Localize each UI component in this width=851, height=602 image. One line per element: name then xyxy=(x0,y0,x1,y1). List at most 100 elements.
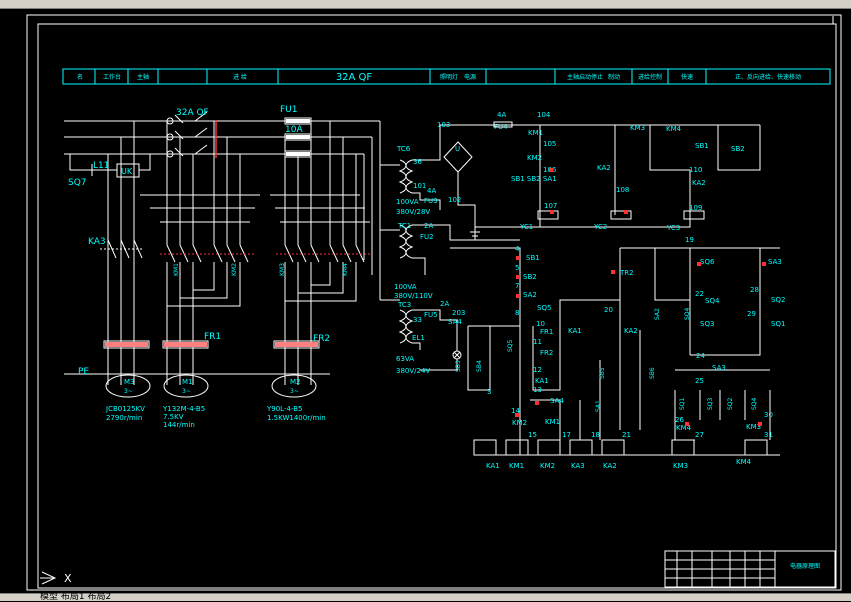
label-m3-spec1: JCB0125KV xyxy=(105,405,145,413)
label-fu1-rating: 10A xyxy=(285,125,303,135)
title-cell-10: 快速 xyxy=(681,73,693,81)
fuse-highlights xyxy=(105,119,318,347)
label-100va-2: 100VA xyxy=(394,283,417,291)
label-25: 25 xyxy=(695,377,704,385)
label-17: 17 xyxy=(562,431,571,439)
label-380-24v: 380V/24V xyxy=(396,367,430,375)
label-107: 107 xyxy=(544,202,557,210)
label-qf: 32A QF xyxy=(176,108,209,118)
label-sq6: SQ6 xyxy=(700,258,715,266)
label-4: 4 xyxy=(515,245,520,253)
label-380-110v: 380V/110V xyxy=(394,292,433,300)
label-m2-phase: 3~ xyxy=(290,388,299,395)
label-m1-spec2: 7.5KV xyxy=(163,413,184,421)
label-63va: 63VA xyxy=(396,355,414,363)
title-cell-4: 32A QF xyxy=(336,72,373,83)
label-22: 22 xyxy=(695,290,704,298)
label-sq1-vertical: SQ1 xyxy=(679,397,686,410)
label-sq3: SQ3 xyxy=(700,320,714,328)
label-sq4: SQ4 xyxy=(705,297,720,305)
label-coil-km1: KM1 xyxy=(509,462,524,470)
label-29: 29 xyxy=(747,310,756,318)
contact-marks xyxy=(515,168,766,426)
label-km4-interlock: KM4 xyxy=(676,424,692,432)
label-sq5: SQ5 xyxy=(537,304,551,312)
label-fu1: FU1 xyxy=(280,105,298,115)
label-sq7: SQ7 xyxy=(68,178,87,188)
label-102: 102 xyxy=(448,196,461,204)
title-block-label: 电器原理图 xyxy=(790,562,820,570)
label-21: 21 xyxy=(622,431,631,439)
label-ka1-contact: KA1 xyxy=(535,377,549,385)
label-coil-km3: KM3 xyxy=(673,462,688,470)
label-fu2-rating: 2A xyxy=(424,222,433,230)
label-3: 3 xyxy=(487,388,491,396)
label-km2-contact: KM2 xyxy=(527,154,542,162)
label-8: 8 xyxy=(515,309,519,317)
outer-frame xyxy=(26,14,842,591)
label-motor-m2: M2 xyxy=(290,378,301,386)
label-m3-spec2: 2790r/min xyxy=(106,414,142,422)
label-109: 109 xyxy=(689,204,702,212)
label-fu5-rating: 2A xyxy=(440,300,449,308)
brake-circuit xyxy=(475,121,761,228)
label-sq3-vertical: SQ3 xyxy=(707,397,714,410)
control-circuit xyxy=(450,247,780,456)
label-15: 15 xyxy=(528,431,537,439)
label-30: 30 xyxy=(764,411,773,419)
label-fr1: FR1 xyxy=(204,332,221,342)
label-km1: KM1 xyxy=(173,263,180,276)
label-km2-interlock: KM2 xyxy=(512,419,527,427)
label-sq4-vertical-2: SQ4 xyxy=(684,307,691,320)
label-sq5-vertical: SQ5 xyxy=(507,339,514,352)
label-sb4: SB4 xyxy=(476,360,483,372)
layout-tabs[interactable]: 模型 布局1 布局2 xyxy=(0,592,851,602)
label-fu3: FU3 xyxy=(424,197,438,205)
label-sb3: SB3 xyxy=(455,360,462,372)
label-m2-spec1: Y90L-4-B5 xyxy=(266,405,302,413)
label-coil-ka3: KA3 xyxy=(571,462,585,470)
label-31: 31 xyxy=(764,431,773,439)
label-24: 24 xyxy=(696,352,705,360)
title-cell-5: 照明灯 xyxy=(440,73,458,81)
label-ka3: KA3 xyxy=(88,237,106,247)
label-sq2-vertical: SQ2 xyxy=(727,397,734,410)
label-ka2-branch: KA2 xyxy=(624,327,638,335)
toolbar-strip xyxy=(0,0,851,9)
label-18: 18 xyxy=(591,431,600,439)
label-motor-m3: M3 xyxy=(124,378,135,386)
label-36: 36 xyxy=(413,158,422,166)
label-sa1-vertical: SA1 xyxy=(595,400,602,412)
power-circuit xyxy=(64,111,380,398)
transformer-labels: TC6 36 101 4A FU3 102 100VA 380V/28V TC1… xyxy=(394,111,508,375)
label-19: 19 xyxy=(685,236,694,244)
label-sb5: SB5 xyxy=(599,367,606,379)
label-tc3: TC3 xyxy=(397,301,411,309)
label-coil-km4: KM4 xyxy=(736,458,752,466)
label-sq1: SQ1 xyxy=(771,320,785,328)
label-tc1: TC1 xyxy=(397,222,411,230)
label-5: 5 xyxy=(515,264,519,272)
label-tr2: TR2 xyxy=(619,269,634,277)
label-el1: EL1 xyxy=(412,334,425,342)
label-ka2-contact: KA2 xyxy=(597,164,611,172)
title-cell-7: 主轴启动停止 xyxy=(567,73,603,81)
label-uk: UK xyxy=(121,167,133,176)
label-14: 14 xyxy=(511,407,520,415)
label-sb1-contact: SB1 xyxy=(695,142,709,150)
layout-tabs-text[interactable]: 模型 布局1 布局2 xyxy=(40,592,112,602)
relay-coils xyxy=(473,439,768,456)
label-sa2-vertical: SA2 xyxy=(654,308,661,320)
label-203: 203 xyxy=(452,309,465,317)
label-m3-phase: 3~ xyxy=(124,388,133,395)
label-km4-contact: KM4 xyxy=(666,125,682,133)
label-fu5: FU5 xyxy=(424,311,438,319)
label-m1-phase: 3~ xyxy=(182,388,191,395)
transformers xyxy=(363,121,520,371)
label-7: 7 xyxy=(515,282,519,290)
label-rectifier-u: U xyxy=(455,145,460,153)
label-fr2-contact: FR2 xyxy=(540,349,553,357)
label-pe: PE xyxy=(78,367,89,377)
label-yc2: YC2 xyxy=(593,223,607,231)
